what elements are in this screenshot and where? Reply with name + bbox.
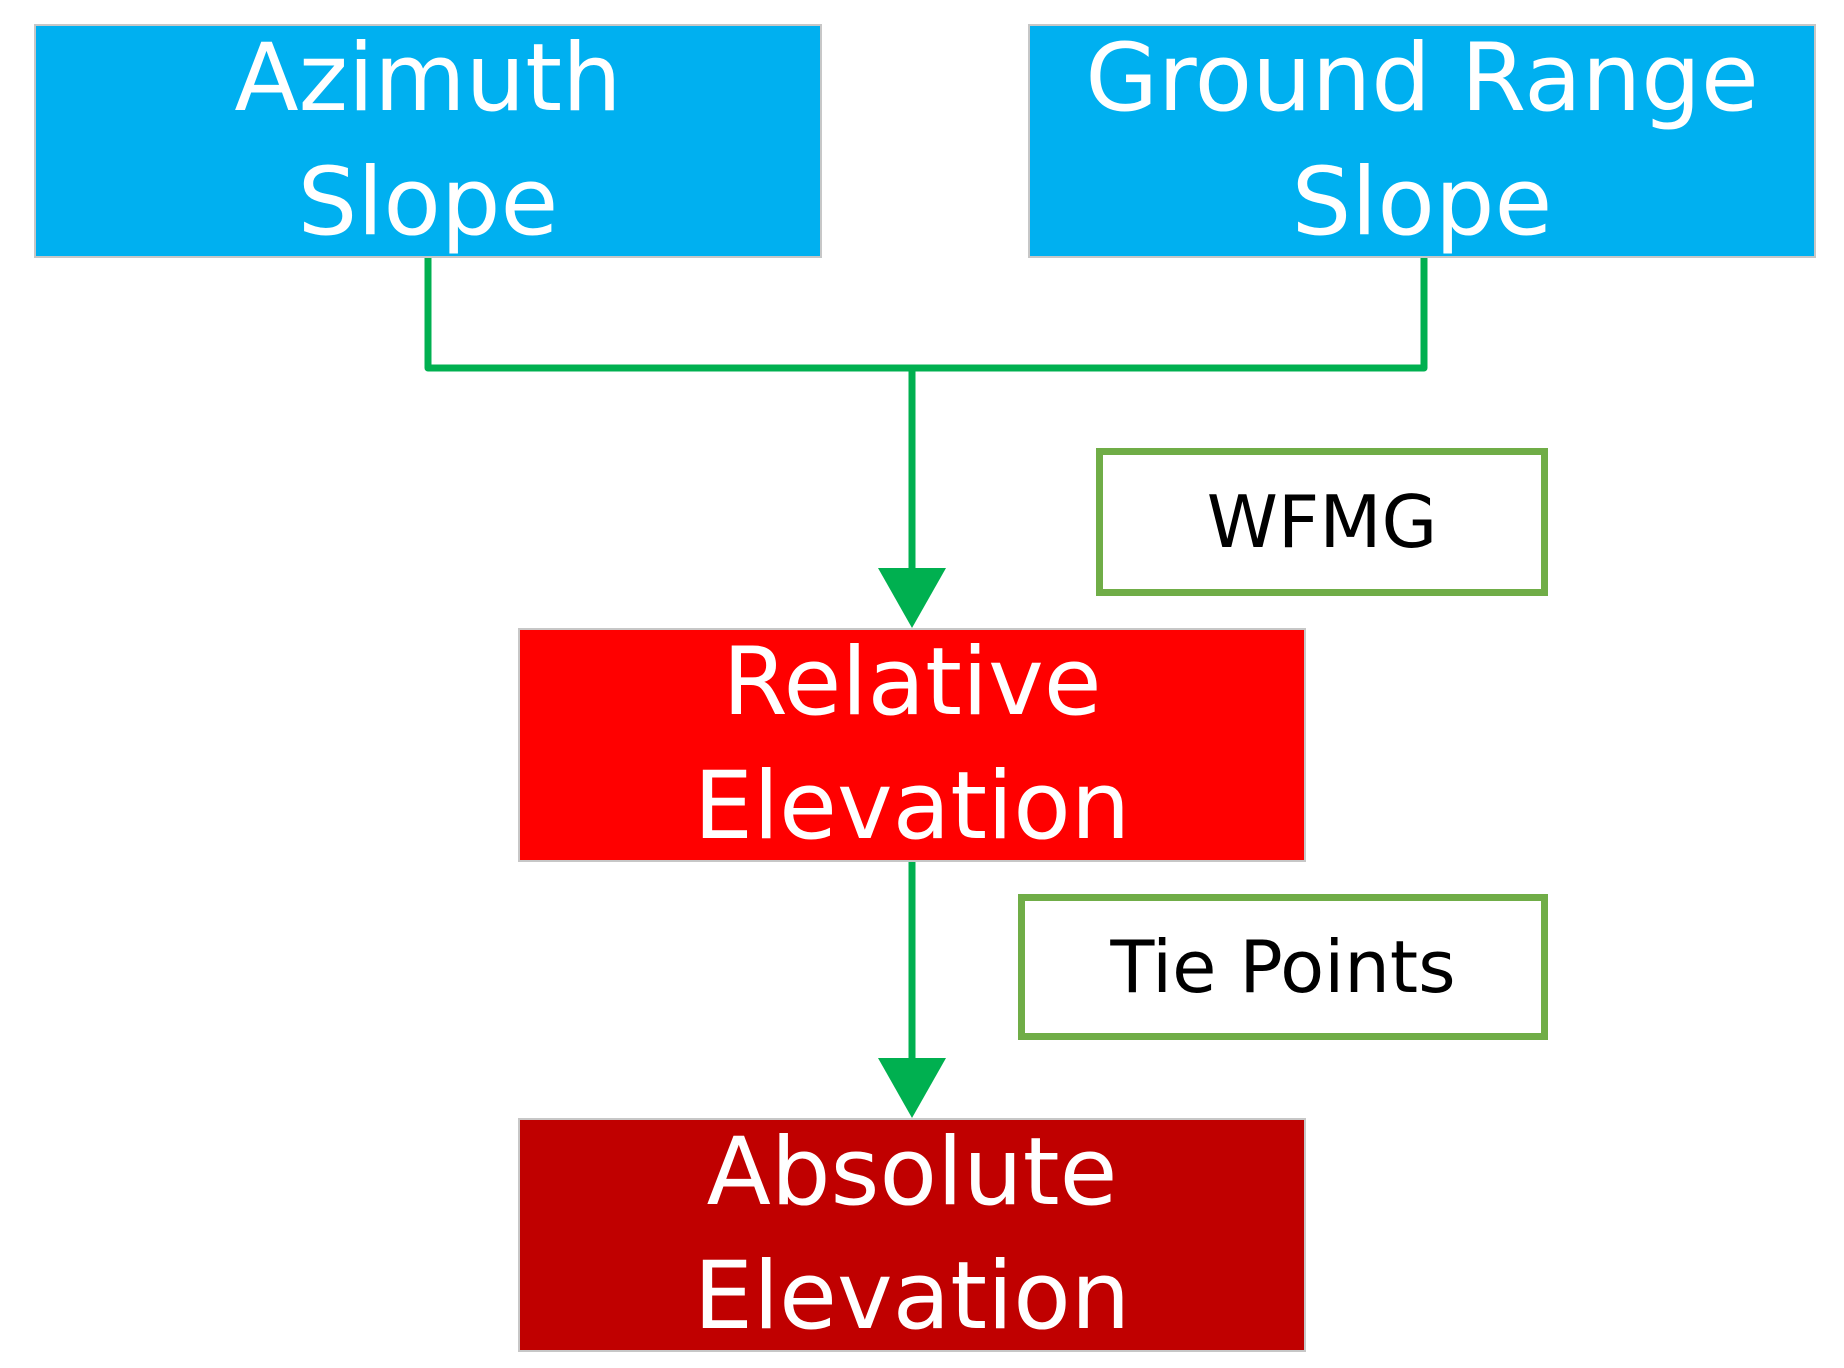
wfmg-label: WFMG: [1096, 448, 1548, 596]
relative-elevation-node: Relative Elevation: [518, 628, 1306, 862]
node-label-line2: Slope: [297, 148, 559, 257]
node-label-line2: Elevation: [693, 752, 1131, 861]
ground-range-slope-node: Ground Range Slope: [1028, 24, 1816, 258]
arrow-down-icon: [878, 568, 946, 628]
arrow-down-icon: [878, 1058, 946, 1118]
node-label-line1: Relative: [722, 628, 1102, 737]
absolute-elevation-node: Absolute Elevation: [518, 1118, 1306, 1352]
node-label-line1: Absolute: [706, 1118, 1118, 1227]
merge-connector: [424, 254, 1428, 372]
node-label-line2: Slope: [1291, 148, 1553, 257]
node-label-line2: Elevation: [693, 1242, 1131, 1351]
azimuth-slope-node: Azimuth Slope: [34, 24, 822, 258]
node-label-line1: Ground Range: [1085, 24, 1759, 133]
node-label-line1: Azimuth: [234, 24, 622, 133]
tie-points-label: Tie Points: [1018, 894, 1548, 1040]
